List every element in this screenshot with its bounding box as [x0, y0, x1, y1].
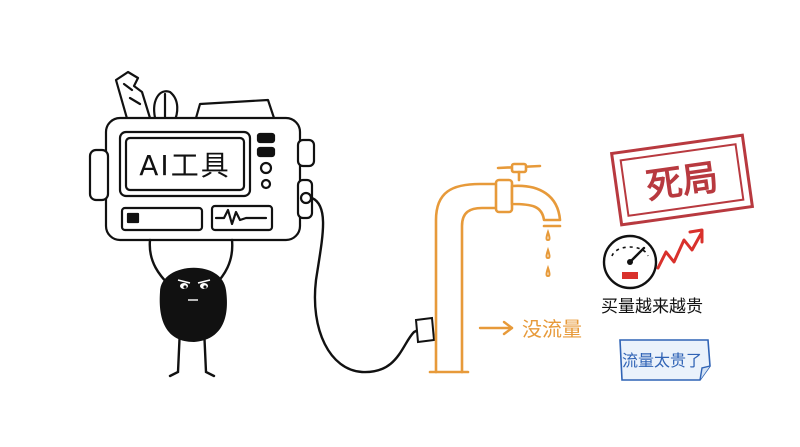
character-body	[159, 267, 227, 342]
gauge-icon	[602, 234, 658, 290]
sticky-note-text: 流量太贵了	[622, 351, 702, 370]
left-leg	[168, 326, 182, 378]
right-leg	[202, 326, 216, 378]
machine-screen	[118, 130, 252, 198]
deadlock-stamp: 死局	[609, 133, 755, 227]
gauge-caption: 买量越来越贵	[601, 297, 703, 317]
paper-scroll-icon	[114, 70, 152, 124]
sticky-note: 流量太贵了	[619, 339, 711, 381]
waveform-icon	[214, 208, 268, 226]
no-traffic-label: 没流量	[522, 317, 582, 341]
character-eyes	[177, 279, 211, 301]
ai-tool-machine	[88, 70, 316, 242]
stamp-text: 死局	[644, 157, 721, 208]
machine-screen-text: AI工具	[139, 149, 230, 182]
water-drops	[545, 228, 551, 278]
rising-trend-icon	[656, 228, 704, 270]
orange-pipe	[428, 182, 508, 374]
faucet-icon	[494, 162, 562, 228]
power-cable	[310, 196, 424, 374]
arrow-right-icon	[478, 320, 514, 336]
cable-plug	[414, 316, 436, 344]
